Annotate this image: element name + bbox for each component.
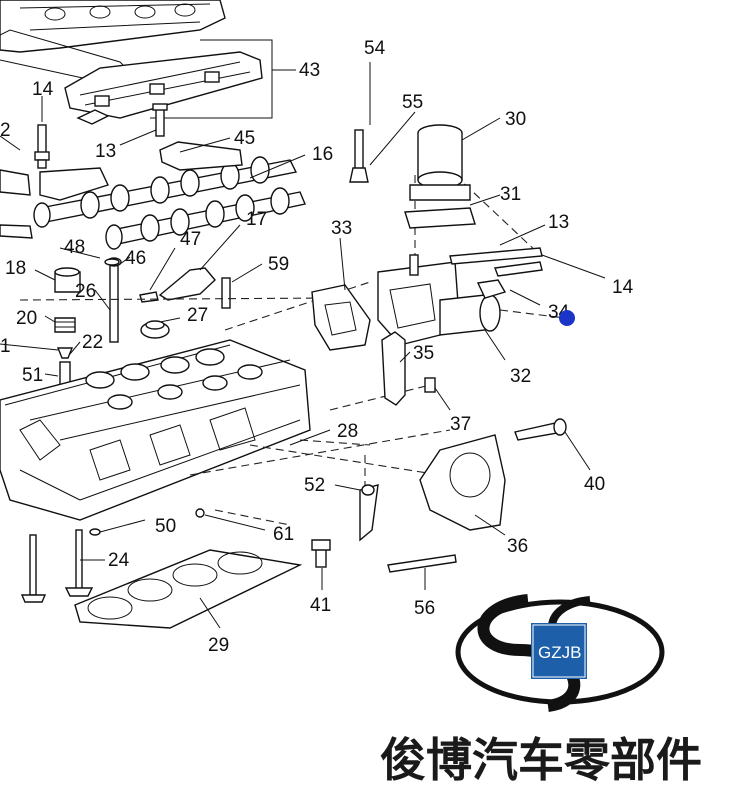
callout-31: 31 <box>500 184 521 205</box>
callout-52: 52 <box>304 475 325 496</box>
callout-48: 48 <box>64 237 85 258</box>
callout-43: 43 <box>299 60 320 81</box>
leader-lines <box>0 62 606 629</box>
callout-56: 56 <box>414 598 435 619</box>
callout-40: 40 <box>584 474 605 495</box>
callout-35: 35 <box>413 343 434 364</box>
callout-14: 14 <box>32 79 54 100</box>
callout-46: 46 <box>125 248 146 269</box>
highlight-marker <box>559 310 575 326</box>
callout-24: 24 <box>108 550 130 571</box>
callout-51: 51 <box>22 365 43 386</box>
valve-cover <box>0 0 226 53</box>
callout-54: 54 <box>364 38 386 59</box>
callout-2: 2 <box>0 120 11 141</box>
callout-50: 50 <box>155 516 176 537</box>
cylinder-head <box>0 339 311 521</box>
callout-13: 13 <box>548 212 569 233</box>
cam-caps <box>64 51 263 125</box>
callout-32: 32 <box>510 366 531 387</box>
callout-28: 28 <box>337 421 358 442</box>
callout-20: 20 <box>16 308 37 329</box>
callout-30: 30 <box>505 109 526 130</box>
gzjb-logo: GZJB <box>455 594 665 712</box>
callout-45: 45 <box>234 128 255 149</box>
valve-train-left <box>54 257 122 389</box>
callout-37: 37 <box>450 414 471 435</box>
bolts-left <box>34 103 168 169</box>
logo-text: GZJB <box>538 643 581 662</box>
callout-29: 29 <box>208 635 229 656</box>
callout-27: 27 <box>187 305 208 326</box>
callout-13: 13 <box>95 141 116 162</box>
egr-valve <box>349 124 476 229</box>
camshaft-lower <box>105 187 306 250</box>
callout-59: 59 <box>268 254 289 275</box>
water-pump <box>311 418 567 573</box>
callout-55: 55 <box>402 92 423 113</box>
callout-labels: 43 54 55 14 2 30 13 45 16 31 17 33 13 47… <box>0 38 634 656</box>
callout-33: 33 <box>331 218 352 239</box>
callout-26: 26 <box>75 281 96 302</box>
thermostat-housing <box>311 247 543 406</box>
camshaft-upper <box>33 156 298 228</box>
callout-22: 22 <box>82 332 103 353</box>
callout-47: 47 <box>180 229 201 250</box>
callout-17: 17 <box>246 209 267 230</box>
callout-14: 14 <box>612 277 634 298</box>
brand-name: 俊博汽车零部件 <box>380 733 702 787</box>
callout-41: 41 <box>310 595 331 616</box>
valves-gasket <box>20 508 303 629</box>
callout-16: 16 <box>312 144 333 165</box>
callout-61: 61 <box>273 524 294 545</box>
callout-36: 36 <box>507 536 528 557</box>
callout-18: 18 <box>5 258 26 279</box>
callout-1: 1 <box>0 336 11 357</box>
